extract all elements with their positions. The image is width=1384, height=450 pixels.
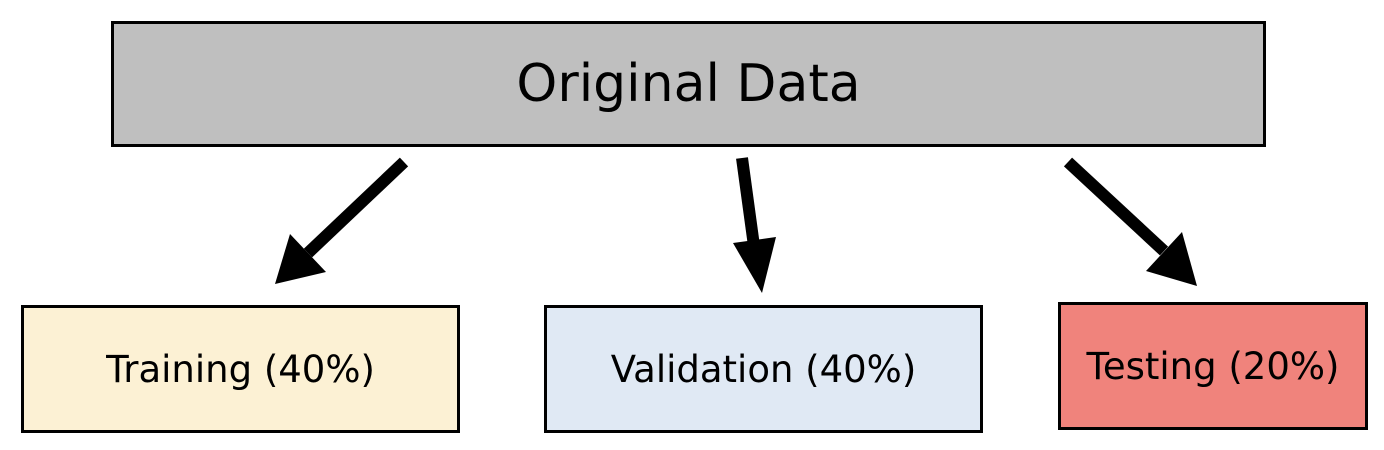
arrow-to-testing — [1063, 157, 1197, 286]
training-box: Training (40%) — [21, 305, 460, 433]
training-label: Training (40%) — [106, 347, 375, 391]
original-data-box: Original Data — [111, 21, 1266, 147]
arrow-to-training — [275, 157, 409, 284]
testing-label: Testing (20%) — [1086, 344, 1340, 388]
original-data-label: Original Data — [516, 54, 861, 114]
validation-box: Validation (40%) — [544, 305, 983, 433]
testing-box: Testing (20%) — [1058, 302, 1368, 430]
arrow-to-validation — [733, 157, 776, 293]
validation-label: Validation (40%) — [610, 347, 917, 391]
